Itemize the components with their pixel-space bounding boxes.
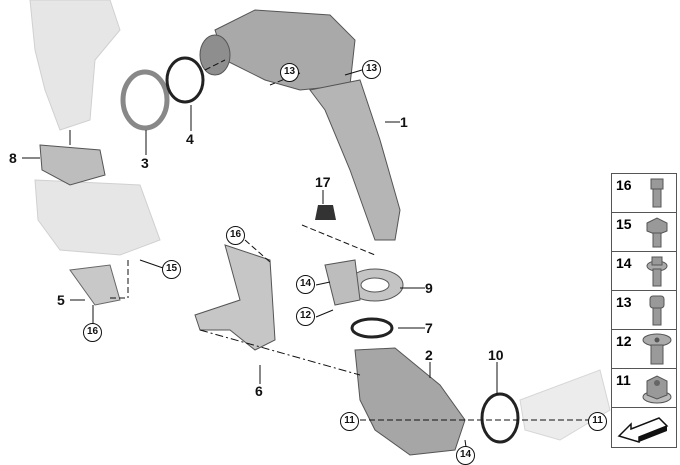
leader-lines xyxy=(22,59,590,448)
callout-11: 11 xyxy=(588,412,607,431)
callout-5: 5 xyxy=(57,292,65,308)
callout-3: 3 xyxy=(141,155,149,171)
catalytic-converter-2 xyxy=(354,347,466,456)
legend-number: 13 xyxy=(616,294,632,310)
countersunk-screw-icon xyxy=(642,333,672,365)
direction-arrow-icon xyxy=(617,417,669,444)
legend-number: 14 xyxy=(616,255,632,271)
callout-16: 16 xyxy=(226,226,245,245)
clamp-3 xyxy=(120,69,170,131)
torx-bolt-icon xyxy=(650,178,664,208)
callout-11: 11 xyxy=(340,412,359,431)
legend-number: 12 xyxy=(616,333,632,349)
callout-15: 15 xyxy=(162,260,181,279)
callout-13: 13 xyxy=(280,63,299,82)
callout-4: 4 xyxy=(186,131,194,147)
legend-item-15: 15 xyxy=(612,213,676,252)
seal-ring-10 xyxy=(480,392,520,444)
legend-item-11: 11 xyxy=(612,369,676,408)
callout-14: 14 xyxy=(456,446,475,465)
legend-footer xyxy=(612,408,676,447)
bracket-5 xyxy=(69,264,121,306)
callout-8: 8 xyxy=(9,150,17,166)
gasket-8 xyxy=(39,144,106,186)
legend-item-13: 13 xyxy=(612,291,676,330)
callout-13: 13 xyxy=(362,60,381,79)
callout-7: 7 xyxy=(425,320,433,336)
callout-9: 9 xyxy=(425,280,433,296)
legend-item-16: 16 xyxy=(612,174,676,213)
bracket-14 xyxy=(324,259,361,306)
seal-ring-4 xyxy=(165,56,205,104)
callout-10: 10 xyxy=(488,347,504,363)
callout-6: 6 xyxy=(255,383,263,399)
seal-ring-7 xyxy=(350,317,394,339)
legend-number: 16 xyxy=(616,177,632,193)
legend-item-12: 12 xyxy=(612,330,676,369)
bracket-6 xyxy=(194,244,276,351)
catalytic-converter-1 xyxy=(199,9,401,241)
callout-17: 17 xyxy=(315,174,331,190)
nut-17 xyxy=(315,205,336,220)
legend-number: 15 xyxy=(616,216,632,232)
torx-flange-bolt-icon xyxy=(646,256,668,287)
callout-16: 16 xyxy=(83,323,102,342)
callout-12: 12 xyxy=(296,307,315,326)
legend-number: 11 xyxy=(616,372,631,388)
legend-item-14: 14 xyxy=(612,252,676,291)
callout-2: 2 xyxy=(425,347,433,363)
hex-flange-bolt-icon xyxy=(646,217,668,248)
callout-14: 14 xyxy=(296,275,315,294)
callout-1: 1 xyxy=(400,114,408,130)
ghost-upper-left-part xyxy=(29,0,161,256)
ghost-lower-right-pipe xyxy=(519,369,611,441)
flange-nut-icon xyxy=(642,375,672,404)
fastener-legend: 16 15 14 13 12 11 xyxy=(611,173,677,448)
socket-cap-screw-icon xyxy=(649,295,665,326)
